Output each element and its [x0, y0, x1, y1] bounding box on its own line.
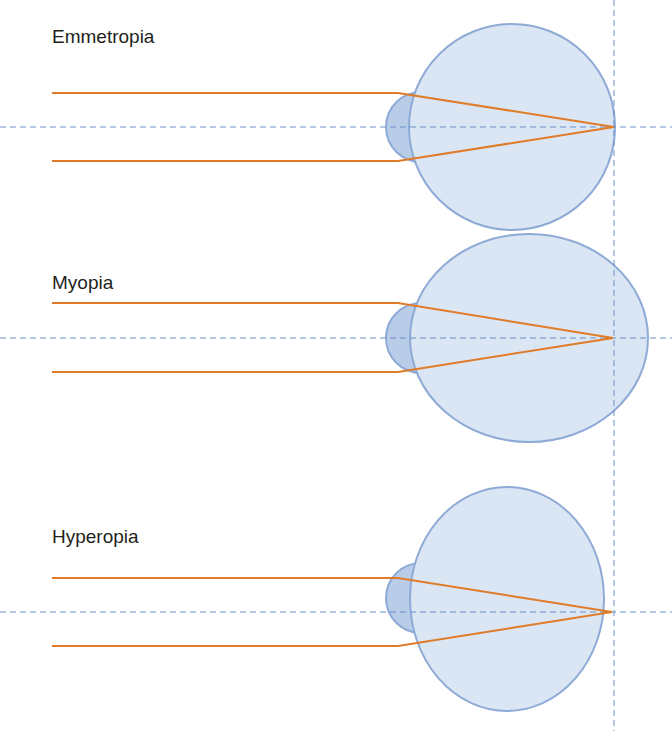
condition-label: Emmetropia — [52, 26, 154, 49]
emmetropic-eye — [0, 24, 672, 230]
condition-label: Hyperopia — [52, 526, 139, 549]
hyperopic-eye — [0, 487, 672, 711]
retina-reference-line — [614, 0, 615, 731]
myopic-eye — [0, 234, 672, 442]
condition-label: Myopia — [52, 272, 113, 295]
